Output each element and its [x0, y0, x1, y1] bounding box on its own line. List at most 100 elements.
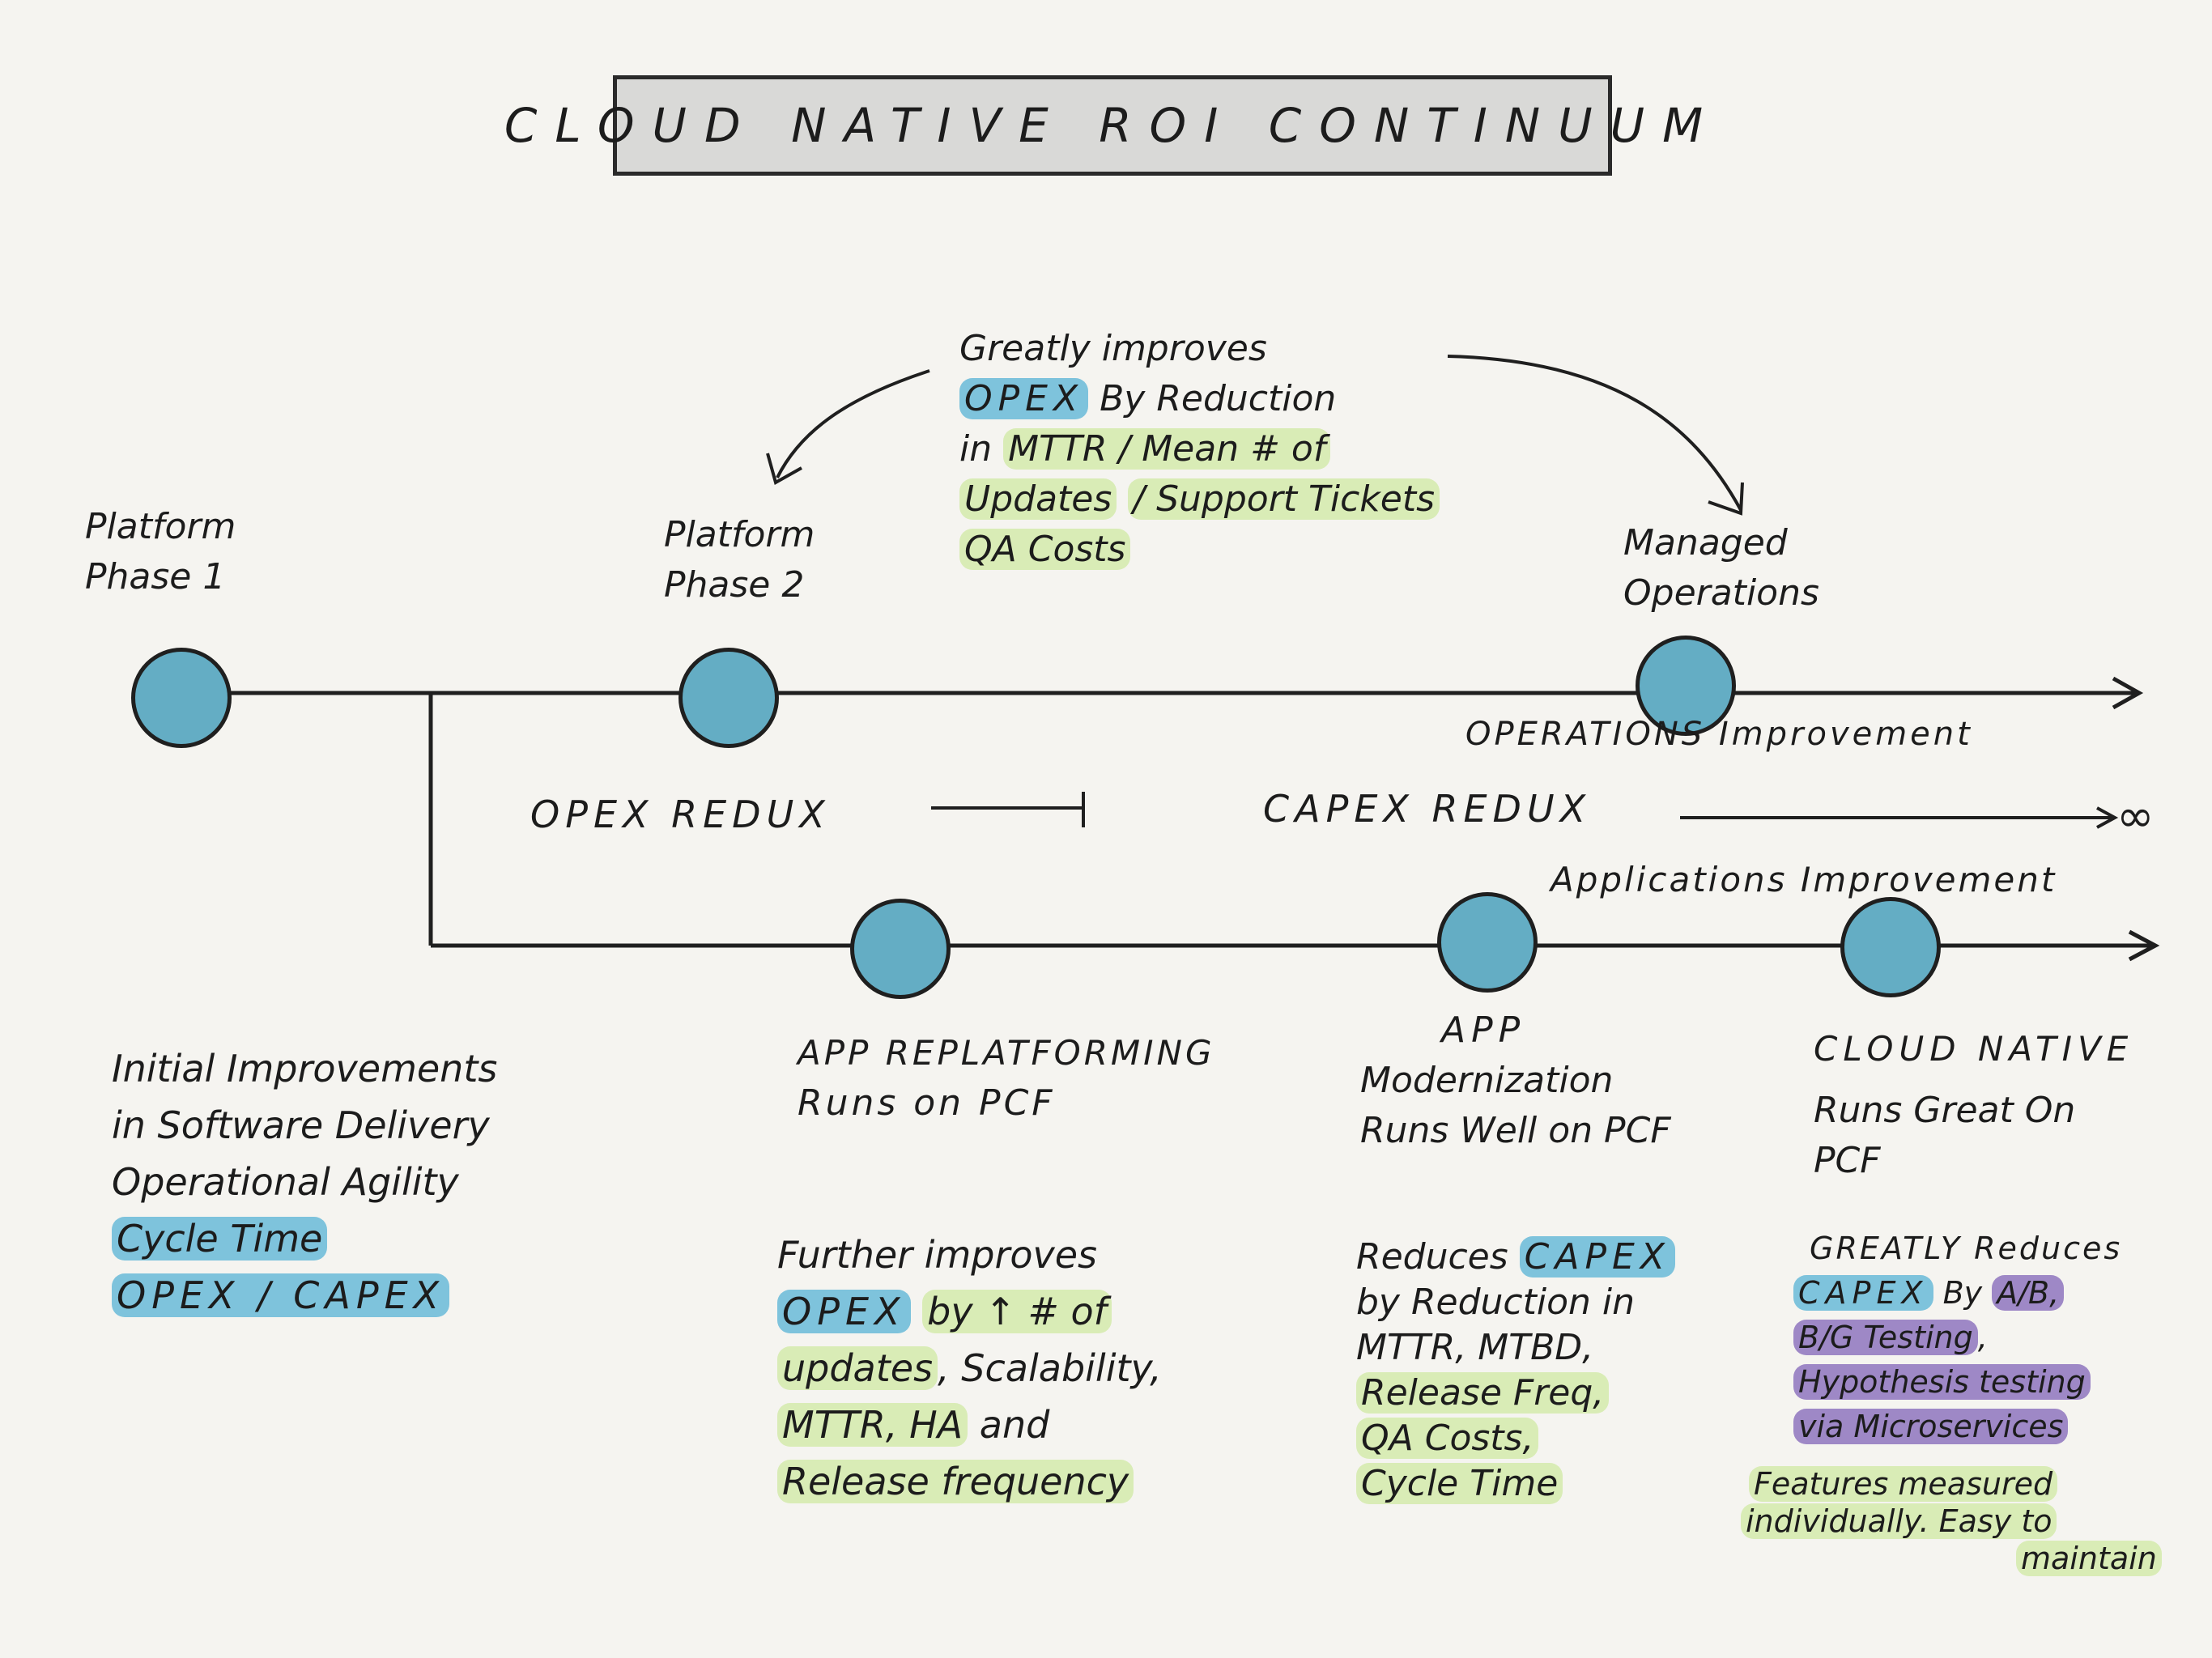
operations-improvement-label: OPERATIONS Improvement — [1465, 716, 1973, 753]
platform-phase2-line1: Platform — [664, 514, 815, 555]
stage-cloud-native-title: CLOUD NATIVE Runs Great On PCF — [1814, 1024, 2133, 1186]
modernization-cycle: Cycle Time — [1356, 1463, 1563, 1504]
operations-axis-arrowhead — [2112, 676, 2144, 710]
modernization-d3: MTTR, MTBD, — [1356, 1327, 1594, 1368]
label-managed-operations: Managed Operations — [1623, 518, 1819, 619]
initial-line4: Cycle Time — [112, 1210, 497, 1267]
label-platform-phase1: Platform Phase 1 — [85, 502, 236, 602]
cloud-native-f3: maintain — [2016, 1541, 2162, 1576]
cloud-native-capex: CAPEX — [1793, 1275, 1933, 1311]
modernization-qa-row: QA Costs, — [1356, 1416, 1675, 1461]
applications-improvement-label: Applications Improvement — [1551, 860, 2057, 899]
capex-redux-label: CAPEX REDUX — [1263, 787, 1592, 831]
replatform-opex: OPEX — [777, 1290, 911, 1333]
replatform-mttr-ha: MTTR, HA — [777, 1403, 968, 1447]
curved-arrow-left — [776, 369, 930, 478]
diagram-title: CLOUD NATIVE ROI CONTINUUM — [504, 98, 1721, 153]
node-app-modernization — [1437, 892, 1538, 993]
replatform-d2-row: OPEX by ↑ # of — [777, 1283, 1162, 1340]
cloud-native-f1-row: Features measured — [1741, 1465, 2162, 1503]
replatform-title: APP REPLATFORMING — [798, 1033, 1215, 1073]
stage-modernization-desc: Reduces CAPEX by Reduction in MTTR, MTBD… — [1356, 1235, 1675, 1507]
diagram-title-box: CLOUD NATIVE ROI CONTINUUM — [504, 75, 1703, 176]
initial-opex-capex: OPEX / CAPEX — [112, 1273, 450, 1317]
top-note-line1: Greatly improves — [959, 328, 1267, 369]
managed-ops-line1: Managed — [1623, 522, 1788, 563]
label-platform-phase2: Platform Phase 2 — [664, 510, 815, 610]
cloud-native-features: Features measured individually. Easy to … — [1741, 1465, 2162, 1577]
cloud-native-capex-row: CAPEX By A/B, — [1793, 1271, 2122, 1316]
top-note-in: in — [959, 428, 993, 470]
cloud-native-by: By — [1942, 1275, 1983, 1311]
capex-redux-arrowhead — [2096, 806, 2119, 829]
replatform-release: Release frequency — [777, 1460, 1134, 1503]
initial-line1: Initial Improvements — [112, 1047, 498, 1090]
replatform-d5-row: Release frequency — [777, 1453, 1162, 1510]
modernization-sub: Runs Well on PCF — [1360, 1110, 1671, 1151]
top-note-line2: OPEX By Reduction — [959, 374, 1440, 424]
cloud-native-comma: , — [1977, 1320, 1988, 1355]
cloud-native-bg: B/G Testing — [1793, 1320, 1978, 1355]
replatform-d2: by ↑ # of — [922, 1290, 1112, 1333]
top-note-line3: in MTTR / Mean # of — [959, 424, 1440, 474]
cloud-native-f3-row: maintain — [1741, 1540, 2162, 1577]
replatform-d1: Further improves — [777, 1233, 1098, 1277]
cloud-native-title: CLOUD NATIVE — [1814, 1029, 2134, 1069]
initial-line2: in Software Delivery — [112, 1103, 490, 1147]
replatform-scal: , Scalability, — [938, 1346, 1162, 1390]
cloud-native-f2: individually. Easy to — [1741, 1503, 2057, 1539]
node-platform-phase2 — [678, 648, 779, 748]
cloud-native-sub1: Runs Great On — [1814, 1090, 2076, 1131]
modernization-capex: CAPEX — [1519, 1236, 1675, 1278]
replatform-d3-row: updates, Scalability, — [777, 1340, 1162, 1397]
top-note-mttr-mean: MTTR / Mean # of — [1003, 428, 1331, 470]
modernization-release-row: Release Freq, — [1356, 1371, 1675, 1416]
initial-line5: OPEX / CAPEX — [112, 1267, 497, 1324]
initial-cycle-time: Cycle Time — [112, 1217, 328, 1261]
infinity-symbol: ∞ — [2116, 790, 2155, 843]
stage-modernization-title: APP Modernization Runs Well on PCF — [1360, 1005, 1671, 1156]
node-cloud-native — [1840, 897, 1941, 997]
top-note-support: / Support Tickets — [1128, 478, 1440, 520]
platform-phase2-line2: Phase 2 — [664, 564, 805, 606]
curved-arrow-right-head — [1708, 482, 1744, 516]
modernization-qa: QA Costs, — [1356, 1418, 1539, 1459]
modernization-release: Release Freq, — [1356, 1372, 1610, 1414]
modernization-t1: APP — [1441, 1010, 1526, 1051]
replatform-sub: Runs on PCF — [798, 1082, 1056, 1124]
cloud-native-f1: Features measured — [1749, 1466, 2058, 1502]
managed-ops-line2: Operations — [1623, 572, 1819, 614]
platform-phase1-line2: Phase 1 — [85, 556, 226, 597]
replatform-d4-row: MTTR, HA and — [777, 1397, 1162, 1453]
top-note-line4: Updates / Support Tickets — [959, 474, 1440, 525]
replatform-updates: updates — [777, 1346, 938, 1390]
node-app-replatforming — [850, 899, 951, 999]
cloud-native-d1: GREATLY Reduces — [1810, 1231, 2123, 1266]
applications-axis-arrowhead — [2128, 929, 2160, 962]
node-platform-phase1 — [131, 648, 232, 748]
modernization-d1: Reduces — [1356, 1236, 1508, 1278]
stage-replatform-desc: Further improves OPEX by ↑ # of updates,… — [777, 1226, 1162, 1510]
cloud-native-via-row: via Microservices — [1793, 1405, 2122, 1449]
top-note-opex: OPEX — [959, 378, 1089, 419]
top-note-updates: Updates — [959, 478, 1117, 520]
replatform-and: and — [979, 1403, 1050, 1447]
cloud-native-via: via Microservices — [1793, 1409, 2069, 1444]
stage-initial: Initial Improvements in Software Deliver… — [112, 1040, 497, 1324]
top-note-qa-costs: QA Costs — [959, 529, 1131, 570]
modernization-d2: by Reduction in — [1356, 1282, 1635, 1323]
cloud-native-hyp: Hypothesis testing — [1793, 1364, 2091, 1400]
stage-cloud-native-desc: GREATLY Reduces CAPEX By A/B, B/G Testin… — [1793, 1226, 2122, 1449]
curved-arrow-right — [1447, 355, 1742, 511]
node-managed-operations — [1636, 636, 1736, 736]
modernization-d1-row: Reduces CAPEX — [1356, 1235, 1675, 1280]
cloud-native-f2-row: individually. Easy to — [1741, 1503, 2162, 1540]
initial-line3: Operational Agility — [112, 1160, 459, 1204]
modernization-cycle-row: Cycle Time — [1356, 1461, 1675, 1507]
curved-arrow-left-head — [766, 453, 802, 485]
top-note-by-reduction: By Reduction — [1100, 378, 1337, 419]
cloud-native-sub2: PCF — [1814, 1140, 1881, 1181]
modernization-t2: Modernization — [1360, 1060, 1614, 1101]
cloud-native-ab: A/B, — [1992, 1275, 2065, 1311]
top-note: Greatly improves OPEX By Reduction in MT… — [959, 324, 1440, 575]
